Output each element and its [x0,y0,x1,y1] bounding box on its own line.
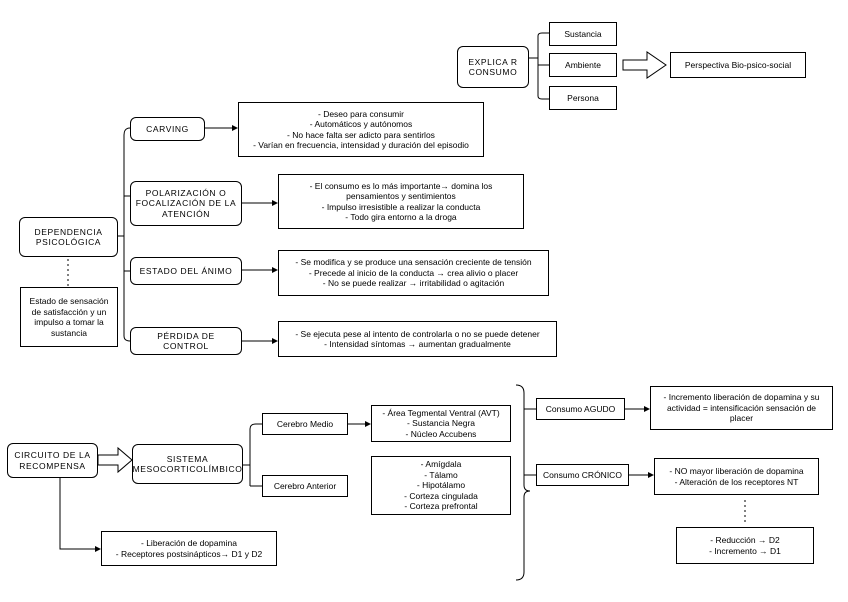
estado-node: ESTADO DEL ÁNIMO [130,257,242,285]
perdida-label: PÉRDIDA DE CONTROL [157,330,215,352]
circuito-block-arrow [97,446,133,474]
sistema-node: SISTEMA MESOCORTICOLÍMBICO [132,444,243,484]
arrowhead [365,421,371,427]
cerebro-medio-label: Cerebro Medio [276,418,334,429]
consumo-brace [515,384,531,581]
arrowhead [648,472,654,478]
dependencia-node: DEPENDENCIA PSICOLÓGICA [19,217,118,257]
agudo-desc-node: - Incremento liberación de dopamina y su… [650,386,833,430]
arrowhead [644,406,650,412]
carving-desc-node: - Deseo para consumir - Automáticos y au… [238,102,484,157]
consumo-agudo-label: Consumo AGUDO [545,403,616,414]
polarizacion-label: POLARIZACIÓN O FOCALIZACIÓN DE LA ATENCI… [135,187,237,219]
ambiente-node: Ambiente [549,53,617,77]
carving-label: CARVING [146,123,189,134]
perspectiva-node: Perspectiva Bio-psico-social [670,52,806,78]
cerebro-medio-node: Cerebro Medio [262,413,348,435]
estado-label: ESTADO DEL ÁNIMO [139,265,233,276]
cronico-desc-node: - NO mayor liberación de dopamina - Alte… [654,458,819,495]
cerebro-medio-items-node: - Área Tegmental Ventral (AVT) - Sustanc… [371,405,511,442]
liberacion-label: - Liberación de dopamina - Receptores po… [115,538,263,559]
persona-node: Persona [549,86,617,110]
polarizacion-node: POLARIZACIÓN O FOCALIZACIÓN DE LA ATENCI… [130,181,242,226]
agudo-desc: - Incremento liberación de dopamina y su… [663,392,820,424]
consumo-links [524,408,536,476]
cronico-desc: - NO mayor liberación de dopamina - Alte… [669,466,804,487]
cerebro-anterior-items-node: - Amígdala - Tálamo - Hipotálamo - Corte… [371,456,511,515]
dependencia-def-node: Estado de sensación de satisfacción y un… [20,287,118,347]
perspectiva-label: Perspectiva Bio-psico-social [684,59,792,70]
explicar-block-arrow [622,51,667,79]
ambiente-label: Ambiente [565,59,601,70]
consumo-cronico-node: Consumo CRÓNICO [536,464,629,486]
circuito-down [59,478,95,550]
perdida-desc: - Se ejecuta pese al intento de controla… [295,328,540,350]
cerebro-anterior-items: - Amígdala - Tálamo - Hipotálamo - Corte… [404,459,478,512]
estado-desc-node: - Se modifica y se produce una sensación… [278,250,549,296]
cerebro-anterior-node: Cerebro Anterior [262,475,348,497]
cerebro-anterior-label: Cerebro Anterior [273,480,337,491]
estado-desc: - Se modifica y se produce una sensación… [295,257,532,289]
dependencia-def-label: Estado de sensación de satisfacción y un… [29,296,109,338]
consumo-cronico-label: Consumo CRÓNICO [543,469,622,480]
circuito-node: CIRCUITO DE LA RECOMPENSA [7,443,98,478]
circuito-label: CIRCUITO DE LA RECOMPENSA [14,450,91,471]
polarizacion-desc: - El consumo es lo más importante→ domin… [309,180,493,223]
perdida-node: PÉRDIDA DE CONTROL [130,327,242,355]
cronico-result: - Reducción → D2 - Incremento → D1 [709,535,781,556]
arrowhead [232,125,238,131]
cerebro-medio-items: - Área Tegmental Ventral (AVT) - Sustanc… [382,407,500,439]
perdida-desc-node: - Se ejecuta pese al intento de controla… [278,321,557,357]
arrowhead [95,546,101,552]
arrowhead [272,338,278,344]
explicar-brace [528,32,549,100]
sistema-label: SISTEMA MESOCORTICOLÍMBICO [132,453,243,475]
sustancia-node: Sustancia [549,22,617,46]
arrowhead [272,200,278,206]
sustancia-label: Sustancia [564,28,602,39]
explicar-consumo-label: EXPLICA R CONSUMO [468,56,518,78]
persona-label: Persona [567,92,599,103]
polarizacion-desc-node: - El consumo es lo más importante→ domin… [278,174,524,229]
sistema-brace [243,423,262,487]
arrowhead [272,267,278,273]
carving-node: CARVING [130,117,205,141]
explicar-consumo-node: EXPLICA R CONSUMO [457,46,529,88]
dependencia-label: DEPENDENCIA PSICOLÓGICA [34,226,103,248]
cronico-result-node: - Reducción → D2 - Incremento → D1 [676,527,814,564]
consumo-agudo-node: Consumo AGUDO [536,398,625,420]
liberacion-node: - Liberación de dopamina - Receptores po… [101,531,277,566]
dependencia-brace [118,127,131,342]
carving-desc: - Deseo para consumir - Automáticos y au… [253,108,469,151]
